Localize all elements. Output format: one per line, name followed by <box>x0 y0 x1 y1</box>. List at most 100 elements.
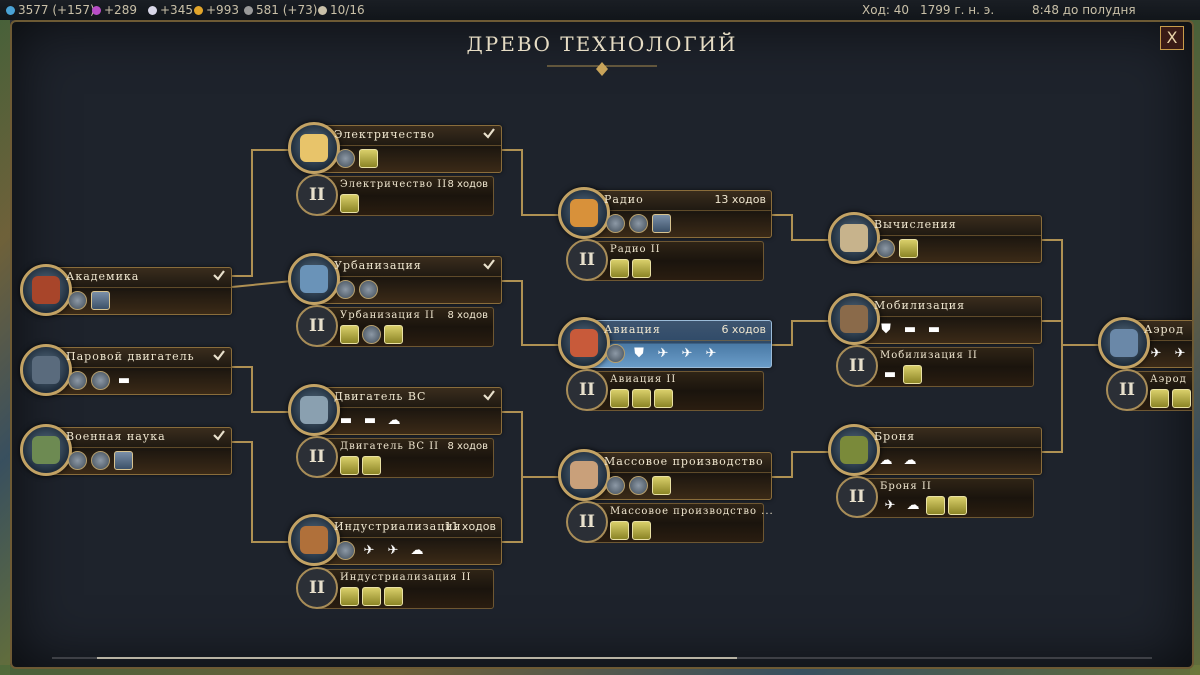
plane-unit-icon[interactable]: ✈ <box>1150 345 1162 361</box>
tech-portrait-radio[interactable] <box>558 187 610 239</box>
building-icon[interactable] <box>606 343 625 363</box>
tech-portrait-aero[interactable] <box>1098 317 1150 369</box>
tech-node-electricity[interactable]: Электричество <box>288 122 502 174</box>
artillery-unit-icon[interactable]: ✈ <box>884 497 896 513</box>
boost-item-icon[interactable] <box>362 455 381 475</box>
level2-badge[interactable]: II <box>1106 369 1148 411</box>
tank-unit-icon[interactable]: ☁ <box>906 497 920 513</box>
level2-badge[interactable]: II <box>836 345 878 387</box>
boost-item-icon[interactable] <box>610 388 629 408</box>
tech-portrait-massprod[interactable] <box>558 449 610 501</box>
boost-item-icon[interactable] <box>903 364 922 384</box>
ship-unit-icon[interactable]: ▬ <box>339 412 353 428</box>
boost-item-icon[interactable] <box>362 586 381 606</box>
scrollbar-thumb[interactable] <box>97 657 737 659</box>
level2-badge[interactable]: II <box>566 369 608 411</box>
boost-item-icon[interactable] <box>610 520 629 540</box>
level2-badge[interactable]: II <box>296 436 338 478</box>
building-icon[interactable] <box>336 148 355 168</box>
tech-portrait-urbanization[interactable] <box>288 253 340 305</box>
tech-node-ice[interactable]: Двигатель ВС▬▬☁ <box>288 384 502 436</box>
building-icon[interactable] <box>606 475 625 495</box>
tank-unit-icon[interactable]: ☁ <box>410 542 424 558</box>
ship-unit-icon[interactable]: ▬ <box>117 372 131 388</box>
level2-badge[interactable]: II <box>296 174 338 216</box>
wonder-icon[interactable] <box>114 450 133 470</box>
building-icon[interactable] <box>68 290 87 310</box>
tech-portrait-industrialization[interactable] <box>288 514 340 566</box>
tech-portrait-ice[interactable] <box>288 384 340 436</box>
tank-unit-icon[interactable]: ☁ <box>903 452 917 468</box>
tech-portrait-computers[interactable] <box>828 212 880 264</box>
boost-item-icon[interactable] <box>632 520 651 540</box>
boost-item-icon[interactable] <box>359 148 378 168</box>
building-icon[interactable] <box>359 279 378 299</box>
artillery-unit-icon[interactable]: ✈ <box>387 542 399 558</box>
building-icon[interactable] <box>876 238 895 258</box>
plane-unit-icon[interactable]: ✈ <box>681 345 693 361</box>
tech-node-mobilization[interactable]: Мобилизация⛊▬▬ <box>828 293 1042 345</box>
boost-item-icon[interactable] <box>1172 388 1191 408</box>
close-button[interactable]: X <box>1160 26 1184 50</box>
ship-unit-icon[interactable]: ▬ <box>363 412 377 428</box>
boost-item-icon[interactable] <box>926 495 945 515</box>
boost-item-icon[interactable] <box>340 586 359 606</box>
building-icon[interactable] <box>68 450 87 470</box>
level2-badge[interactable]: II <box>836 476 878 518</box>
boost-item-icon[interactable] <box>340 455 359 475</box>
building-icon[interactable] <box>336 540 355 560</box>
tech-portrait-academics[interactable] <box>20 264 72 316</box>
artillery-unit-icon[interactable]: ✈ <box>363 542 375 558</box>
building-icon[interactable] <box>91 450 110 470</box>
ship-unit-icon[interactable]: ▬ <box>927 321 941 337</box>
tech-node-urbanization[interactable]: Урбанизация <box>288 253 502 305</box>
building-icon[interactable] <box>68 370 87 390</box>
level2-badge[interactable]: II <box>296 305 338 347</box>
plane-unit-icon[interactable]: ✈ <box>1174 345 1186 361</box>
wonder-icon[interactable] <box>91 290 110 310</box>
boost-item-icon[interactable] <box>384 586 403 606</box>
tech-portrait-steam[interactable] <box>20 344 72 396</box>
boost-item-icon[interactable] <box>652 475 671 495</box>
tank-unit-icon[interactable]: ☁ <box>387 412 401 428</box>
tech-node-computers[interactable]: Вычисления <box>828 212 1042 264</box>
building-icon[interactable] <box>362 324 381 344</box>
tech-node-massprod[interactable]: Массовое производство <box>558 449 772 501</box>
boost-item-icon[interactable] <box>1150 388 1169 408</box>
boost-item-icon[interactable] <box>654 388 673 408</box>
tech-portrait-military[interactable] <box>20 424 72 476</box>
boost-item-icon[interactable] <box>340 324 359 344</box>
tech-portrait-armor[interactable] <box>828 424 880 476</box>
boost-item-icon[interactable] <box>384 324 403 344</box>
tech-level2-bar[interactable] <box>854 347 1034 387</box>
tech-portrait-electricity[interactable] <box>288 122 340 174</box>
tech-portrait-aviation[interactable] <box>558 317 610 369</box>
building-icon[interactable] <box>606 213 625 233</box>
building-icon[interactable] <box>629 213 648 233</box>
plane-unit-icon[interactable]: ✈ <box>705 345 717 361</box>
tech-node-aero[interactable]: Аэрод✈✈ <box>1098 317 1192 369</box>
tech-portrait-mobilization[interactable] <box>828 293 880 345</box>
tech-node-armor[interactable]: Броня☁☁ <box>828 424 1042 476</box>
boost-item-icon[interactable] <box>340 193 359 213</box>
boost-item-icon[interactable] <box>632 388 651 408</box>
tank-unit-icon[interactable]: ☁ <box>879 452 893 468</box>
level2-badge[interactable]: II <box>566 239 608 281</box>
plane-unit-icon[interactable]: ✈ <box>657 345 669 361</box>
horizontal-scrollbar[interactable] <box>52 657 1152 659</box>
building-icon[interactable] <box>336 279 355 299</box>
level2-badge[interactable]: II <box>566 501 608 543</box>
boost-item-icon[interactable] <box>610 258 629 278</box>
wonder-icon[interactable] <box>652 213 671 233</box>
